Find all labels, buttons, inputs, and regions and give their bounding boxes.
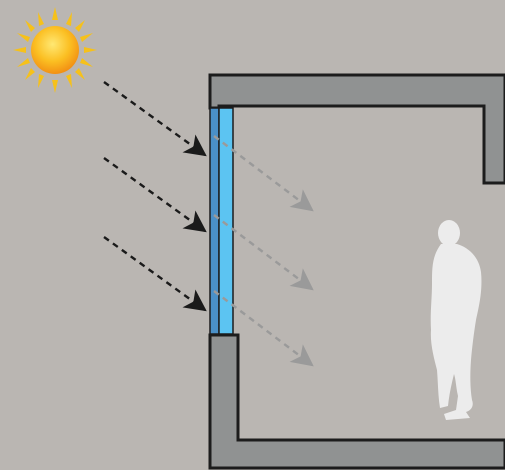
incoming-ray-3 xyxy=(103,236,207,312)
incoming-ray-2 xyxy=(103,157,207,233)
wall-and-floor-slab xyxy=(208,333,505,470)
window-glazing xyxy=(209,107,234,335)
roof-slab xyxy=(208,73,505,185)
sun-icon xyxy=(13,7,97,93)
sun-disc xyxy=(31,26,79,74)
glass-pane-inner xyxy=(218,107,234,335)
sun-rays xyxy=(13,7,97,93)
person-head xyxy=(438,220,460,246)
incoming-ray-1 xyxy=(103,81,207,157)
transmitted-ray-2 xyxy=(213,214,314,291)
transmitted-ray-3 xyxy=(213,290,314,367)
transmitted-ray-1 xyxy=(213,135,314,212)
person-body xyxy=(430,244,482,420)
transmitted-rays xyxy=(213,135,314,367)
glass-pane-outer xyxy=(209,107,220,335)
person-silhouette-icon xyxy=(430,220,482,420)
incoming-rays xyxy=(103,81,207,312)
